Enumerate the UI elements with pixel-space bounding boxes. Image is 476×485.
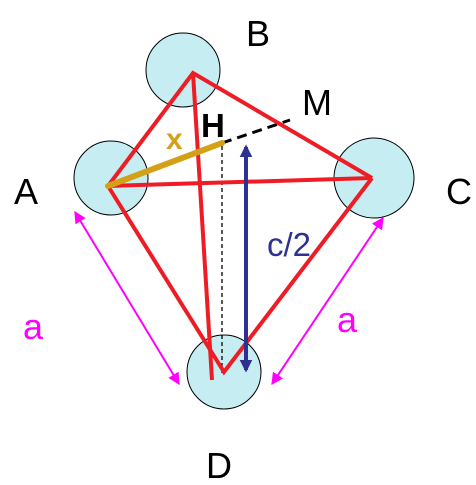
label-a-vertex: A xyxy=(14,171,38,212)
label-x: x xyxy=(166,123,183,156)
label-m: M xyxy=(302,82,332,123)
x-segment xyxy=(105,140,225,189)
label-c-half: c/2 xyxy=(267,226,311,263)
label-d: D xyxy=(206,445,232,485)
dashed-line-h-m xyxy=(221,118,291,145)
label-h: H xyxy=(201,107,225,144)
label-a-left: a xyxy=(23,306,44,347)
edge-b-d xyxy=(191,72,214,381)
label-a-right: a xyxy=(337,299,358,340)
a-right-arrow xyxy=(271,217,384,385)
atom-b xyxy=(145,32,221,108)
label-b: B xyxy=(246,13,270,54)
a-left-arrow xyxy=(74,210,180,386)
label-c-vertex: C xyxy=(446,171,472,212)
